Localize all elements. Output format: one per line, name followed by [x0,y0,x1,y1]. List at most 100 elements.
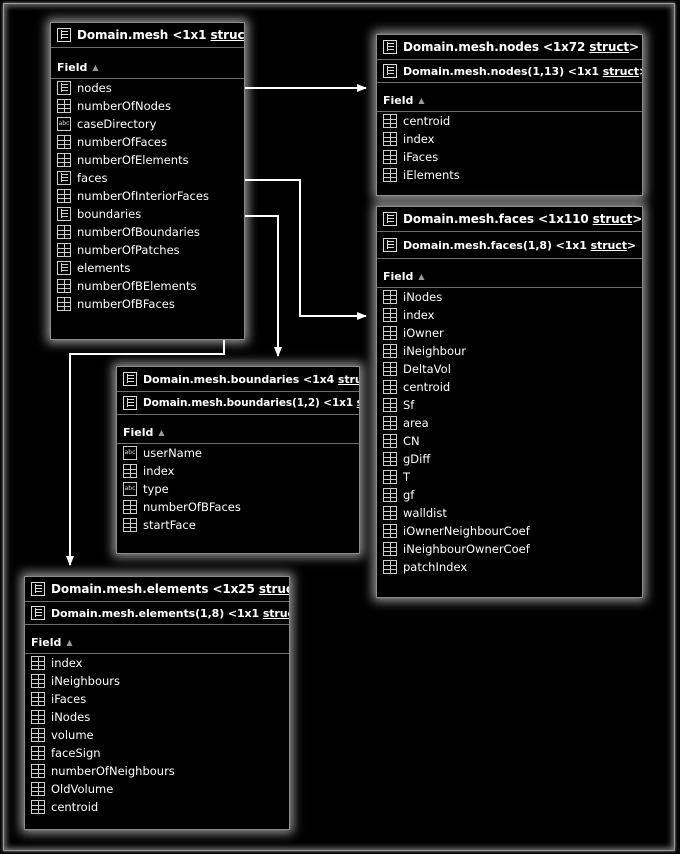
field-row[interactable]: iOwner [377,324,642,342]
field-row[interactable]: patchIndex [377,558,642,576]
field-row[interactable]: faces [51,169,244,187]
struct-type-link[interactable]: struct [210,28,245,42]
struct-type-link[interactable]: struct [258,582,289,596]
field-row[interactable]: index [377,130,642,148]
field-name: index [143,464,175,478]
field-row[interactable]: iNeighbour [377,342,642,360]
struct-type-link[interactable]: struct [337,372,359,386]
struct-icon [57,28,71,42]
field-row[interactable]: iFaces [25,690,289,708]
field-row[interactable]: numberOfNeighbours [25,762,289,780]
field-row[interactable]: numberOfBFaces [51,295,244,313]
field-name: patchIndex [403,560,468,574]
field-row[interactable]: DeltaVol [377,360,642,378]
field-row[interactable]: abc userName [117,444,359,462]
field-row[interactable]: volume [25,726,289,744]
field-row[interactable]: OldVolume [25,780,289,798]
field-row[interactable]: gDiff [377,450,642,468]
field-name: numberOfElements [77,153,189,167]
numeric-array-icon [123,500,137,514]
field-row[interactable]: centroid [377,378,642,396]
field-row[interactable]: numberOfBoundaries [51,223,244,241]
mesh-struct-panel: Domain.mesh <1x1 struct> Field▲ nodesnum… [50,22,245,340]
numeric-array-icon [57,225,71,239]
char-array-icon: abc [123,446,137,460]
field-name: numberOfInteriorFaces [77,189,209,203]
field-row[interactable]: faceSign [25,744,289,762]
numeric-array-icon [383,452,397,466]
field-name: boundaries [77,207,142,221]
field-name: faceSign [51,746,101,760]
field-row[interactable]: gf [377,486,642,504]
field-row[interactable]: walldist [377,504,642,522]
field-row[interactable]: iNeighbours [25,672,289,690]
struct-type-link[interactable]: struct [357,397,359,409]
field-row[interactable]: centroid [25,798,289,816]
field-row[interactable]: iOwnerNeighbourCoef [377,522,642,540]
field-name: OldVolume [51,782,114,796]
numeric-array-icon [57,153,71,167]
field-column-header[interactable]: Field▲ [117,421,359,444]
field-row[interactable]: numberOfElements [51,151,244,169]
field-name: numberOfBElements [77,279,197,293]
boundaries-element-title: Domain.mesh.boundaries(1,2) <1x1 struct> [117,392,359,415]
field-name: iOwnerNeighbourCoef [403,524,530,538]
field-row[interactable]: centroid [377,112,642,130]
numeric-array-icon [123,518,137,532]
field-row[interactable]: iNodes [25,708,289,726]
field-row[interactable]: boundaries [51,205,244,223]
field-row[interactable]: index [117,462,359,480]
field-row[interactable]: index [377,306,642,324]
struct-type-link[interactable]: struct [262,606,289,620]
field-name: userName [143,446,203,460]
field-row[interactable]: numberOfNodes [51,97,244,115]
field-column-header[interactable]: Field▲ [25,631,289,654]
field-row[interactable]: numberOfBFaces [117,498,359,516]
field-name: walldist [403,506,447,520]
field-row[interactable]: T [377,468,642,486]
field-name: Sf [403,398,415,412]
field-row[interactable]: startFace [117,516,359,534]
field-row[interactable]: area [377,414,642,432]
field-row[interactable]: numberOfInteriorFaces [51,187,244,205]
field-name: gDiff [403,452,431,466]
field-row[interactable]: numberOfBElements [51,277,244,295]
struct-type-link[interactable]: struct [602,64,639,78]
field-row[interactable]: iFaces [377,148,642,166]
field-row[interactable]: iElements [377,166,642,184]
struct-type-link[interactable]: struct [590,238,627,252]
field-name: centroid [403,114,451,128]
field-row[interactable]: index [25,654,289,672]
field-row[interactable]: iNodes [377,288,642,306]
field-row[interactable]: CN [377,432,642,450]
char-array-icon: abc [123,482,137,496]
sort-up-icon: ▲ [92,62,99,72]
boundaries-subtitle-text: Domain.mesh.boundaries(1,2) <1x1 struct> [143,397,359,409]
numeric-array-icon [57,189,71,203]
field-row[interactable]: numberOfFaces [51,133,244,151]
struct-icon [383,238,397,252]
struct-type-link[interactable]: struct [592,212,633,226]
numeric-array-icon [123,464,137,478]
field-row[interactable]: Sf [377,396,642,414]
struct-type-link[interactable]: struct [589,40,629,54]
field-row[interactable]: elements [51,259,244,277]
field-row[interactable]: numberOfPatches [51,241,244,259]
field-column-header[interactable]: Field▲ [377,265,642,288]
field-name: nodes [77,81,112,95]
field-name: numberOfBFaces [143,500,241,514]
sort-up-icon: ▲ [66,637,73,647]
field-column-header[interactable]: Field▲ [377,89,642,112]
numeric-array-icon [383,560,397,574]
sort-up-icon: ▲ [158,427,165,437]
field-name: centroid [51,800,99,814]
field-row[interactable]: nodes [51,79,244,97]
numeric-array-icon [31,674,45,688]
field-row[interactable]: iNeighbourOwnerCoef [377,540,642,558]
field-column-header[interactable]: Field▲ [51,56,244,79]
